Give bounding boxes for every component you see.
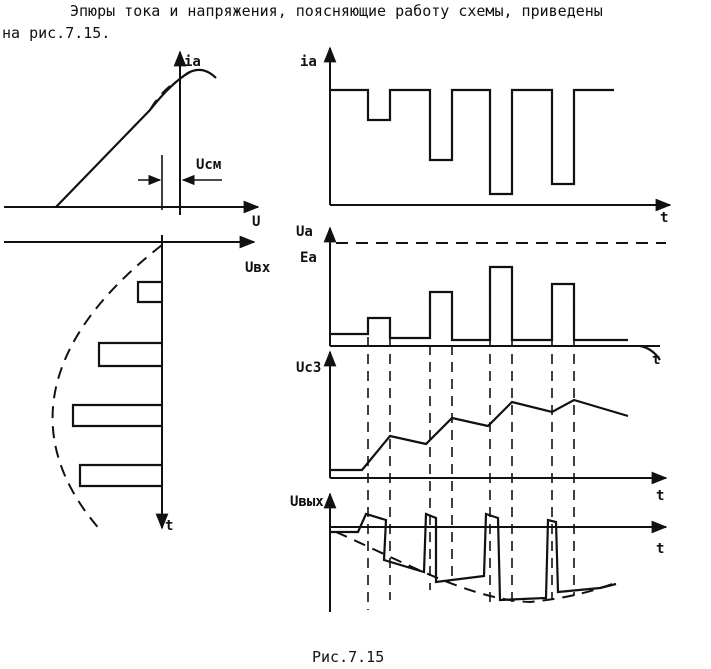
transfer-characteristic-curve [55, 71, 191, 208]
input-pulse-4 [78, 463, 162, 488]
left-transfer-characteristic: iа U Uсм Uвх t [4, 50, 271, 534]
ia-waveform [330, 88, 614, 196]
figure-caption: Рис.7.15 [312, 648, 384, 666]
ua-panel: Uа Еа t [296, 224, 666, 368]
ia-panel: iа t [300, 46, 672, 226]
uvx-axis-label: Uвх [245, 260, 271, 276]
transfer-characteristic-top [185, 68, 217, 79]
t-axis-2-tail [639, 344, 661, 361]
ea-label: Еа [300, 250, 317, 266]
ia-right-label: iа [300, 54, 317, 70]
ucm-label: Uсм [196, 157, 221, 173]
ua-waveform [330, 265, 628, 342]
uc3-label: Uс3 [296, 360, 321, 376]
t-axis-3-label: t [656, 488, 664, 504]
uvyx-waveform [330, 512, 617, 602]
input-pulse-1 [136, 280, 162, 304]
u-axis-label: U [252, 214, 260, 230]
input-envelope-dashed [51, 244, 163, 533]
time-sync-dashed-lines [367, 269, 575, 610]
t-axis-4-label: t [656, 541, 664, 557]
uc3-panel: Uс3 t [296, 350, 668, 504]
uvyx-label: Uвых [290, 494, 324, 510]
intro-text-line-2: на рис.7.15. [2, 24, 110, 42]
t-left-label: t [165, 518, 173, 534]
transfer-characteristic-dashed [149, 85, 171, 111]
input-pulse-3 [71, 403, 162, 428]
ua-label: Uа [296, 224, 313, 240]
uc3-waveform [330, 398, 629, 472]
t-axis-2-label: t [652, 352, 660, 368]
t-axis-1-label: t [660, 210, 668, 226]
intro-text-line-1: Эпюры тока и напряжения, поясняющие рабо… [70, 2, 603, 20]
uvyx-panel: Uвых t [290, 492, 668, 612]
input-pulse-2 [97, 341, 162, 368]
ia-left-label: iа [184, 54, 201, 70]
